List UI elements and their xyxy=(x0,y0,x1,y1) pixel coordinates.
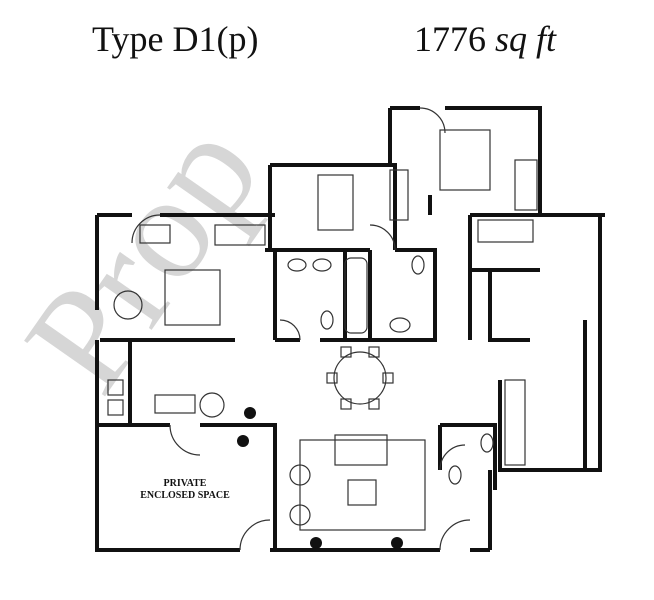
private-enclosed-space-label: PRIVATE ENCLOSED SPACE xyxy=(110,478,260,502)
label-line-2: ENCLOSED SPACE xyxy=(140,490,230,501)
plan-area: 1776 sq ft xyxy=(414,18,556,60)
plants xyxy=(237,407,403,549)
furniture xyxy=(107,107,538,551)
label-line-1: PRIVATE xyxy=(163,478,207,489)
plan-type-title: Type D1(p) xyxy=(92,19,259,59)
area-unit: sq ft xyxy=(495,19,557,59)
dining-chairs xyxy=(326,346,394,410)
walls xyxy=(95,106,605,552)
area-number: 1776 xyxy=(414,19,486,59)
